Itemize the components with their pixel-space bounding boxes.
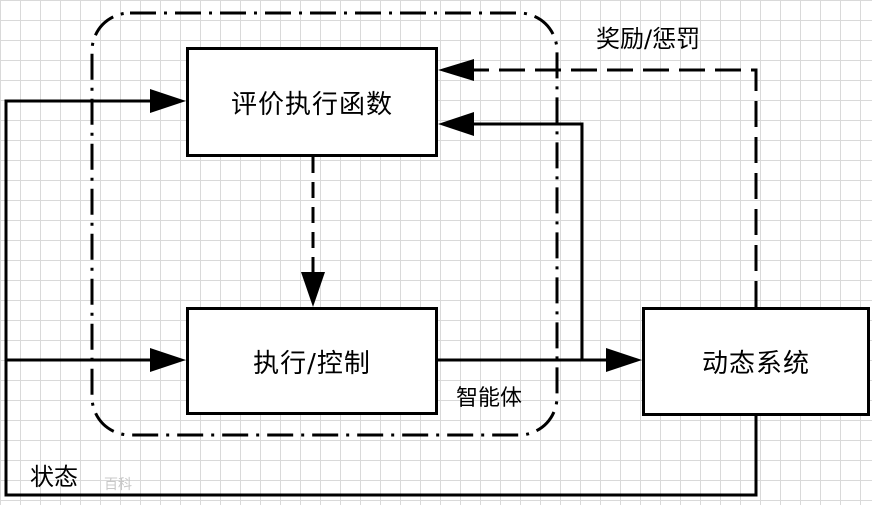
action-to-critic-arrowhead xyxy=(438,112,474,136)
reward-signal-line xyxy=(474,68,758,307)
dynamic-system-label: 动态系统 xyxy=(701,349,810,379)
critic-to-actor-arrowhead xyxy=(301,272,325,307)
actor-box: 执行/控制 xyxy=(186,307,438,415)
dynamic-system-box: 动态系统 xyxy=(642,307,870,416)
state-feedback-line xyxy=(4,99,758,497)
actor-label: 执行/控制 xyxy=(253,348,371,379)
critic-box: 评价执行函数 xyxy=(186,47,438,157)
reward-signal-arrowhead xyxy=(438,59,474,81)
action-to-critic-line xyxy=(474,122,584,360)
state-label: 状态 xyxy=(30,463,78,491)
reward-label: 奖励/惩罚 xyxy=(596,25,701,53)
critic-label: 评价执行函数 xyxy=(230,89,393,120)
agent-label: 智能体 xyxy=(456,386,523,411)
agent-boundary xyxy=(90,11,559,437)
state-to-actor-arrowhead xyxy=(150,348,186,372)
actor-to-system-arrowhead xyxy=(606,348,642,372)
watermark-text: 百科 xyxy=(104,477,132,493)
state-to-critic-arrowhead xyxy=(150,89,186,113)
